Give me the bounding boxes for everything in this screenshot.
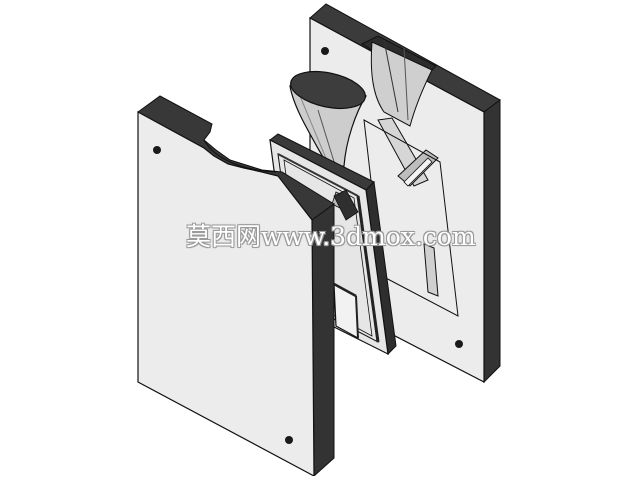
rear-plate-slot: [423, 243, 439, 297]
front-mold-plate: [137, 95, 335, 478]
front-plate-hole-top: [153, 146, 161, 154]
watermark-text: 莫西网www.3dmox.com: [186, 222, 476, 251]
front-plate-notch: [203, 139, 277, 173]
rear-plate-right-side: [483, 99, 501, 384]
rear-plate-hole-top: [321, 47, 329, 55]
front-plate-front-face: [137, 110, 315, 478]
rear-plate-hole-bottom: [455, 340, 463, 348]
front-plate-hole-bottom: [285, 436, 293, 444]
sprue-bushing: [289, 70, 368, 171]
sprue-cone-top: [290, 70, 366, 110]
insert-visible-details: [333, 189, 359, 340]
rear-plate-sprue-channel: [370, 41, 433, 127]
